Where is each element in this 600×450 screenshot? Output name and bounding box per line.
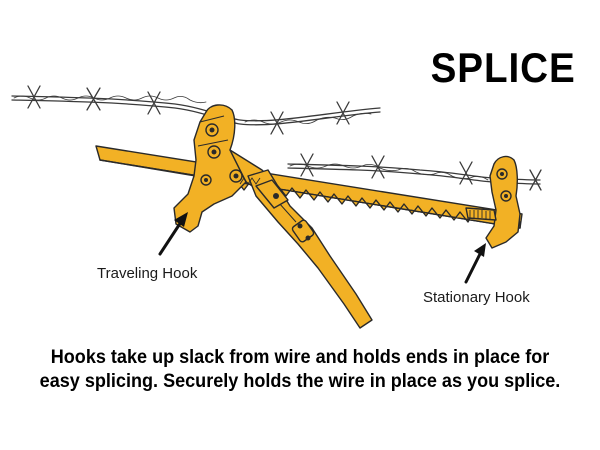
stationary-hook-arrow	[464, 243, 486, 284]
traveling-hook-label: Traveling Hook	[97, 265, 198, 282]
toothed-bar	[95, 145, 523, 229]
lever-handle	[247, 169, 373, 329]
description-caption: Hooks take up slack from wire and holds …	[15, 346, 585, 394]
caption-line-1: Hooks take up slack from wire and holds …	[50, 347, 550, 368]
spring	[239, 177, 261, 185]
barbed-wire-left	[11, 85, 381, 135]
caption-line-2: easy splicing. Securely holds the wire i…	[39, 371, 561, 392]
traveling-hook	[173, 104, 273, 233]
stationary-hook-label: Stationary Hook	[423, 289, 530, 306]
traveling-hook-arrow	[158, 212, 188, 256]
stationary-hook	[465, 155, 521, 249]
page-title: SPLICE	[430, 44, 576, 91]
